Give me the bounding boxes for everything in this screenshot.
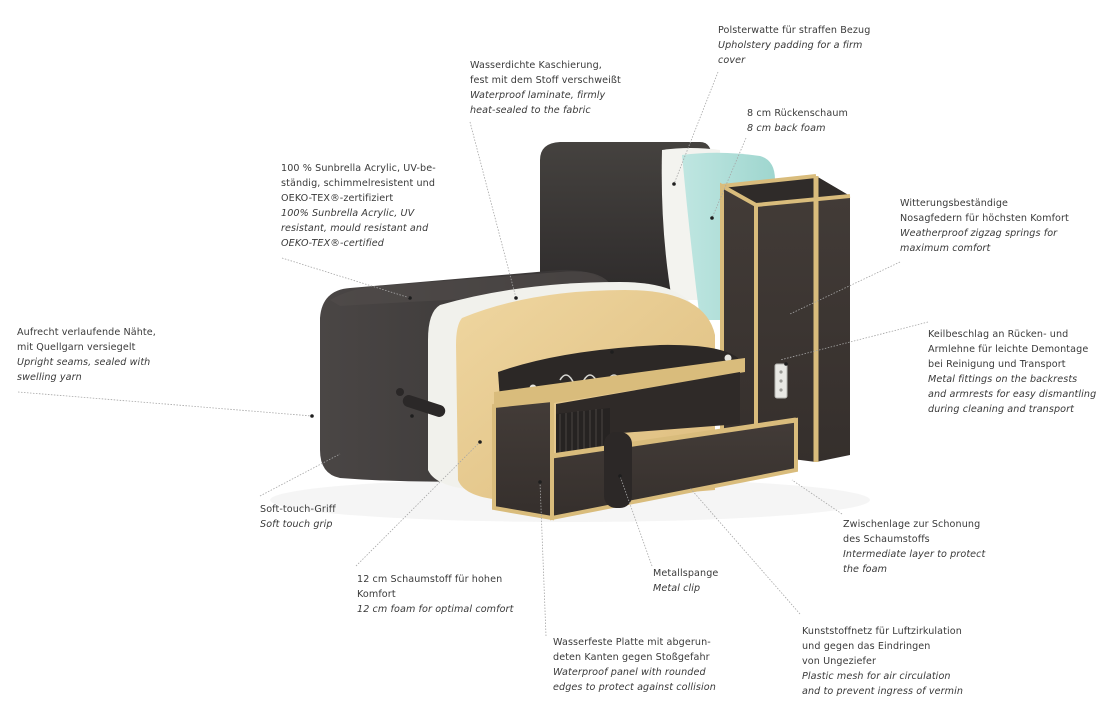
annotation-seat-foam: 12 cm Schaumstoff für hohen Komfort 12 c… xyxy=(357,572,527,617)
label-en: Plastic mesh for air circulation xyxy=(802,671,951,682)
label-de: 12 cm Schaumstoff für hohen xyxy=(357,574,503,585)
label-en: during cleaning and transport xyxy=(928,404,1075,415)
label-en: resistant, mould resistant and xyxy=(281,223,429,234)
label-de: Armlehne für leichte Demontage xyxy=(928,344,1089,355)
label-de: und gegen das Eindringen xyxy=(802,641,931,652)
annotation-intermediate-layer: Zwischenlage zur Schonung des Schaumstof… xyxy=(843,517,1003,577)
label-en: Waterproof panel with rounded xyxy=(553,667,706,678)
label-en: and to prevent ingress of vermin xyxy=(802,686,964,697)
label-de: fest mit dem Stoff verschweißt xyxy=(470,75,621,86)
label-de: Metallspange xyxy=(653,568,719,579)
label-en: the foam xyxy=(843,564,888,575)
label-en: heat-sealed to the fabric xyxy=(470,105,591,116)
annotation-waterproof-panel: Wasserfeste Platte mit abgerun- deten Ka… xyxy=(553,635,733,695)
label-de: Polsterwatte für straffen Bezug xyxy=(718,25,871,36)
annotation-metal-clip: Metallspange Metal clip xyxy=(653,566,743,596)
label-en: maximum comfort xyxy=(900,243,991,254)
label-en: 8 cm back foam xyxy=(747,123,826,134)
label-de: Zwischenlage zur Schonung xyxy=(843,519,981,530)
label-de: Wasserfeste Platte mit abgerun- xyxy=(553,637,711,648)
label-en: and armrests for easy dismantling xyxy=(928,389,1097,400)
label-en: Waterproof laminate, firmly xyxy=(470,90,606,101)
side-metal-clip xyxy=(402,395,446,417)
annotation-sunbrella-fabric: 100 % Sunbrella Acrylic, UV-be- ständig,… xyxy=(281,161,451,251)
soft-touch-grip xyxy=(604,432,632,508)
frame-left-panel xyxy=(492,397,554,521)
label-de: Komfort xyxy=(357,589,396,600)
label-en: cover xyxy=(718,55,746,66)
label-de: Keilbeschlag an Rücken- und xyxy=(928,329,1069,340)
label-de: Kunststoffnetz für Luftzirkulation xyxy=(802,626,962,637)
label-en: Upright seams, sealed with xyxy=(17,357,151,368)
callout-dots xyxy=(310,182,788,484)
label-en: edges to protect against collision xyxy=(553,682,716,693)
label-en: 100% Sunbrella Acrylic, UV xyxy=(281,208,415,219)
label-de: bei Reinigung und Transport xyxy=(928,359,1066,370)
label-en: Metal clip xyxy=(653,583,701,594)
annotation-back-foam: 8 cm Rückenschaum 8 cm back foam xyxy=(747,106,867,136)
annotation-waterproof-laminate: Wasserdichte Kaschierung, fest mit dem S… xyxy=(470,58,640,118)
annotation-plastic-mesh: Kunststoffnetz für Luftzirkulation und g… xyxy=(802,624,982,699)
label-de: von Ungeziefer xyxy=(802,656,876,667)
label-de: Nosagfedern für höchsten Komfort xyxy=(900,213,1069,224)
label-en: Soft touch grip xyxy=(260,519,333,530)
label-en: Weatherproof zigzag springs for xyxy=(900,228,1058,239)
label-de: ständig, schimmelresistent und xyxy=(281,178,436,189)
label-de: mit Quellgarn versiegelt xyxy=(17,342,136,353)
label-de: deten Kanten gegen Stoßgefahr xyxy=(553,652,710,663)
label-en: OEKO-TEX®-certified xyxy=(281,238,384,249)
label-de: Soft-touch-Griff xyxy=(260,504,336,515)
leader-lines xyxy=(17,71,929,637)
label-en: Metal fittings on the backrests xyxy=(928,374,1078,385)
annotation-soft-touch-grip: Soft-touch-Griff Soft touch grip xyxy=(260,502,380,532)
label-en: Upholstery padding for a firm xyxy=(718,40,863,51)
label-de: Aufrecht verlaufende Nähte, xyxy=(17,327,156,338)
label-de: 100 % Sunbrella Acrylic, UV-be- xyxy=(281,163,436,174)
annotation-upholstery-padding: Polsterwatte für straffen Bezug Upholste… xyxy=(718,23,888,68)
label-de: Witterungsbeständige xyxy=(900,198,1009,209)
label-de: 8 cm Rückenschaum xyxy=(747,108,848,119)
annotation-zigzag-springs: Witterungsbeständige Nosagfedern für höc… xyxy=(900,196,1100,256)
annotation-upright-seams: Aufrecht verlaufende Nähte, mit Quellgar… xyxy=(17,325,187,385)
label-en: Intermediate layer to protect xyxy=(843,549,986,560)
label-de: Wasserdichte Kaschierung, xyxy=(470,60,602,71)
label-en: swelling yarn xyxy=(17,372,82,383)
label-de: OEKO-TEX®-zertifiziert xyxy=(281,193,394,204)
annotation-metal-fittings: Keilbeschlag an Rücken- und Armlehne für… xyxy=(928,327,1110,417)
label-en: 12 cm foam for optimal comfort xyxy=(357,604,514,615)
label-de: des Schaumstoffs xyxy=(843,534,930,545)
